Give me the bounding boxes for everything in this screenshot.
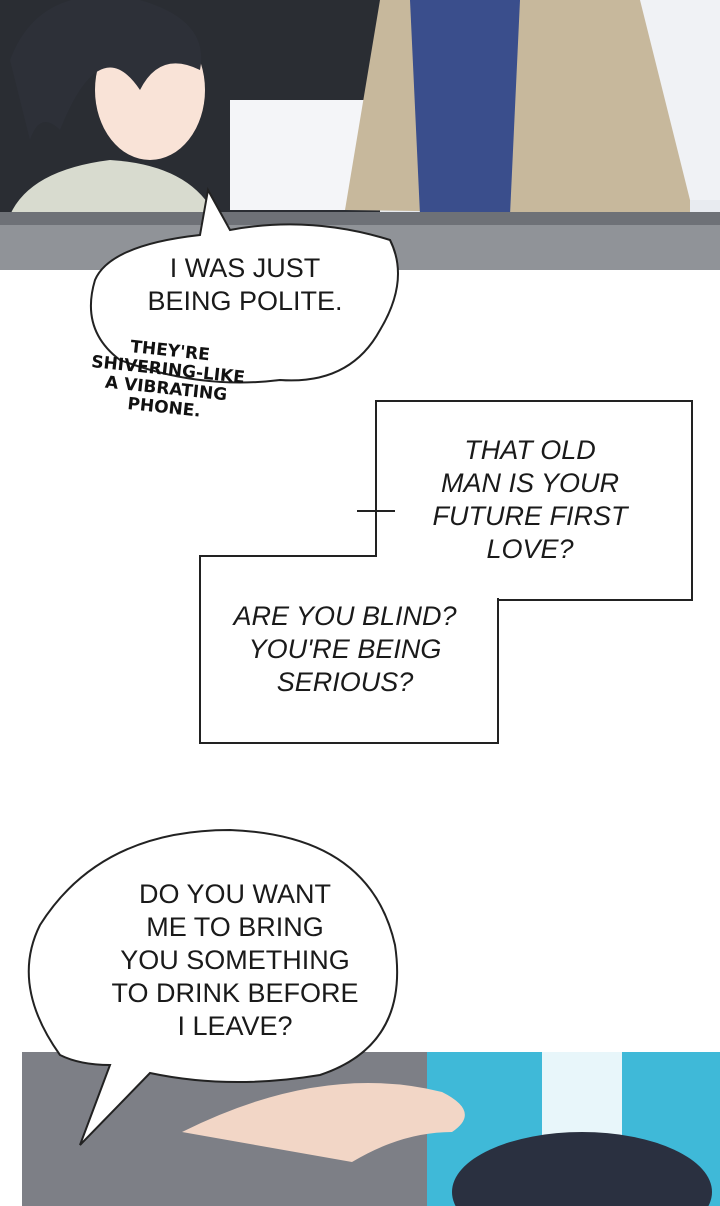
narration-text-first-love: THAT OLD MAN IS YOUR FUTURE FIRST LOVE? xyxy=(432,435,628,564)
bottom-comic-panel xyxy=(22,1052,720,1206)
bubble-text-polite: I WAS JUST BEING POLITE. xyxy=(147,253,343,316)
box-tick xyxy=(357,510,395,512)
narration-text-blind: ARE YOU BLIND? YOU'RE BEING SERIOUS? xyxy=(233,601,457,697)
speech-bubble-polite xyxy=(89,187,399,384)
speech-bubble-drink xyxy=(27,828,399,1146)
box-join xyxy=(377,556,690,598)
panel-illustration-hand-and-hair xyxy=(22,1052,720,1206)
bubble-text-drink: DO YOU WANT ME TO BRING YOU SOMETHING TO… xyxy=(111,879,359,1041)
box-divider xyxy=(199,555,377,557)
sfx-text-shivering: THEY'RE SHIVERING-LIKE A VIBRATING PHONE… xyxy=(90,337,246,422)
